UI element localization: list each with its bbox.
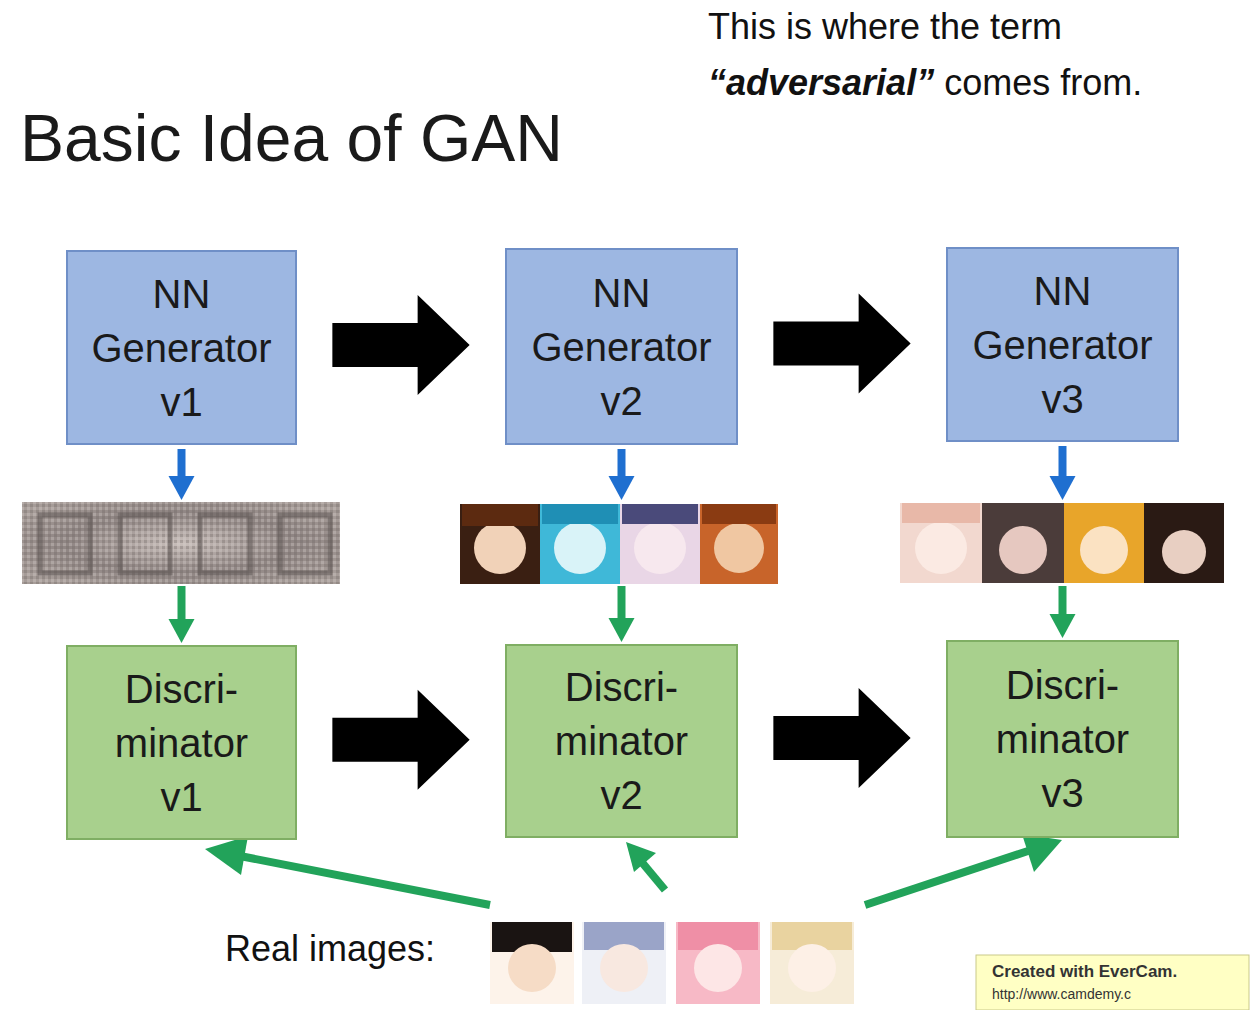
arrow-shape: [618, 449, 626, 476]
real-images: [490, 922, 854, 1004]
watermark-text: http://www.camdemy.c: [992, 986, 1131, 1002]
connector: [332, 295, 469, 395]
arrow-shape: [773, 294, 910, 394]
arrow-shape: [332, 690, 469, 790]
box-text: NN Generator v3: [972, 264, 1152, 426]
watermark-text: Created with EverCam.: [992, 962, 1177, 982]
discriminator-box: Discri- minator v1: [66, 645, 297, 840]
generated-images-v1: [22, 502, 340, 584]
box-text: NN Generator v1: [91, 267, 271, 429]
box-text: Discri- minator v3: [996, 658, 1129, 820]
arrow-shape: [1050, 476, 1076, 500]
watermark-box: [976, 955, 1249, 1010]
arrow-shape: [169, 619, 195, 643]
arrow-shape: [773, 688, 910, 788]
connector: [1050, 446, 1076, 638]
real-image-arrows: [205, 834, 1062, 905]
note-text: “adversarial”: [708, 62, 934, 104]
real-images-label: Real images:: [225, 928, 435, 970]
discriminator-box: Discri- minator v2: [505, 644, 738, 838]
arrow-shape: [609, 618, 635, 642]
connector: [332, 690, 469, 790]
generated-images-v3: [900, 503, 1224, 583]
box-text: NN Generator v2: [531, 266, 711, 428]
connector: [773, 294, 910, 394]
note-text: This is where the term: [708, 6, 1062, 48]
connector: [609, 449, 635, 642]
box-text: Discri- minator v2: [555, 660, 688, 822]
arrow-shape: [618, 586, 626, 618]
arrow-shape: [609, 476, 635, 500]
arrow-shape: [332, 295, 469, 395]
box-text: Discri- minator v1: [115, 662, 248, 824]
generator-box: NN Generator v1: [66, 250, 297, 445]
arrow-shape: [1059, 586, 1067, 614]
arrow-shape: [1059, 446, 1067, 476]
arrow-shape: [169, 476, 195, 500]
generator-box: NN Generator v3: [946, 247, 1179, 442]
discriminator-box: Discri- minator v3: [946, 640, 1179, 838]
arrow-shape: [178, 449, 186, 476]
generator-box: NN Generator v2: [505, 248, 738, 445]
arrow-shape: [1050, 614, 1076, 638]
slide-title: Basic Idea of GAN: [20, 100, 563, 176]
note-text: comes from.: [944, 62, 1142, 104]
generated-images-v2: [460, 504, 778, 584]
connector: [169, 449, 195, 643]
arrow-shape: [178, 586, 186, 619]
connector: [773, 688, 910, 788]
